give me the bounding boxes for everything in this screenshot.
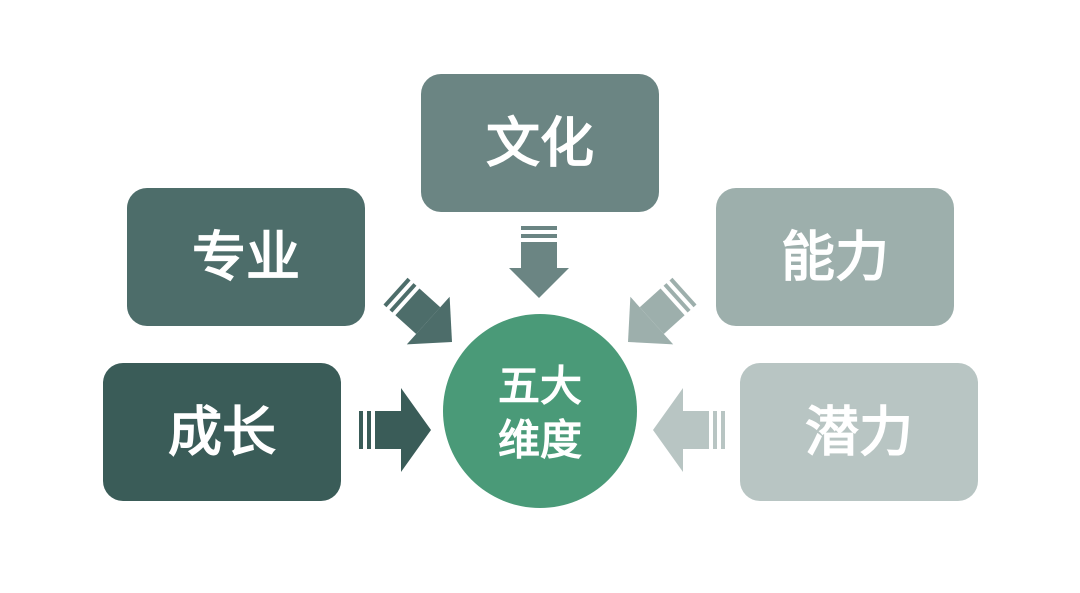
node-major: 专业: [127, 188, 365, 326]
node-potential: 潜力: [740, 363, 978, 501]
center-node: 五大 维度: [443, 314, 637, 508]
node-growth-box: [103, 363, 341, 501]
arrow-major-to-center: [383, 277, 452, 345]
arrow-ability-to-center: [628, 277, 697, 345]
node-ability-box: [716, 188, 954, 326]
center-label-line1: 五大: [498, 362, 582, 411]
node-potential-label: 潜力: [805, 401, 913, 464]
node-growth: 成长: [103, 363, 341, 501]
node-major-box: [127, 188, 365, 326]
arrow-growth-to-center: [359, 388, 431, 472]
arrow-culture-to-center: [509, 226, 569, 298]
node-ability-label: 能力: [781, 226, 889, 289]
node-growth-label: 成长: [168, 401, 276, 464]
node-culture-label: 文化: [486, 112, 594, 175]
node-culture-box: [421, 74, 659, 212]
arrow-potential-to-center: [653, 388, 725, 472]
center-circle: [443, 314, 637, 508]
node-major-label: 专业: [192, 226, 300, 289]
center-label-line2: 维度: [498, 416, 582, 465]
node-potential-box: [740, 363, 978, 501]
node-ability: 能力: [716, 188, 954, 326]
node-culture: 文化: [421, 74, 659, 212]
